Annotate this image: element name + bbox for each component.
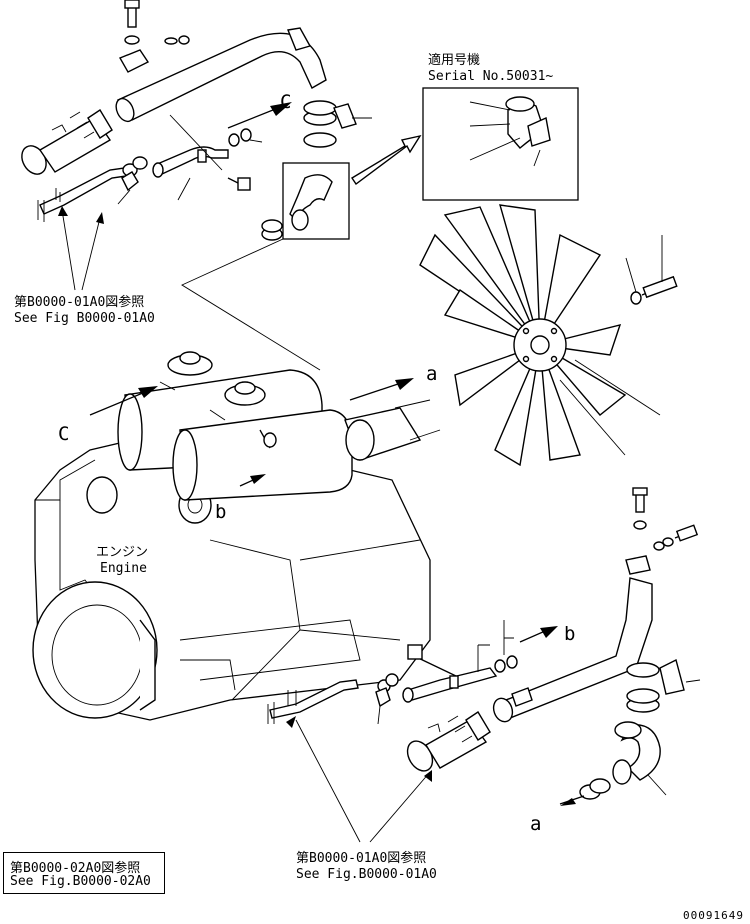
callout-b-bottom: b bbox=[564, 623, 575, 645]
serial-note-jp: 適用号機 bbox=[428, 52, 480, 68]
cooling-fan bbox=[419, 204, 627, 467]
callout-a-engine: a bbox=[426, 363, 437, 385]
lower-pipe-assembly: a b bbox=[267, 487, 701, 843]
engine-callouts: C a b bbox=[58, 363, 437, 523]
fig-ref-box-jp: 第B0000-02A0図参照 bbox=[10, 861, 141, 876]
serial-variant-box: 適用号機 Serial No.50031~ bbox=[422, 52, 579, 201]
upper-pipe-assembly: C bbox=[21, 0, 422, 371]
fan-bolt bbox=[559, 235, 678, 456]
engine-label-jp: エンジン bbox=[96, 545, 148, 560]
fig-ref-box: 第B0000-02A0図参照 See Fig.B0000-02A0 bbox=[3, 852, 165, 894]
callout-c-top: C bbox=[280, 91, 291, 113]
serial-note-en: Serial No.50031~ bbox=[428, 69, 553, 84]
fig-ref-box-en: See Fig.B0000-02A0 bbox=[10, 874, 151, 889]
fig-ref-bottom-en: See Fig.B0000-01A0 bbox=[296, 867, 437, 882]
callout-a-bottom: a bbox=[530, 813, 541, 835]
fig-ref-bottom: 第B0000-01A0図参照 See Fig.B0000-01A0 bbox=[296, 850, 437, 882]
drawing-number: 00091649 bbox=[683, 909, 744, 922]
fig-ref-top-jp: 第B0000-01A0図参照 bbox=[14, 294, 144, 310]
fig-ref-bottom-jp: 第B0000-01A0図参照 bbox=[296, 850, 426, 866]
engine-label-en: Engine bbox=[100, 561, 147, 576]
fig-ref-top: 第B0000-01A0図参照 See Fig B0000-01A0 bbox=[14, 206, 155, 326]
fig-ref-top-en: See Fig B0000-01A0 bbox=[14, 311, 155, 326]
engine-block: エンジン Engine bbox=[32, 351, 441, 721]
callout-b-engine: b bbox=[215, 501, 226, 523]
callout-c-engine: C bbox=[58, 423, 69, 445]
